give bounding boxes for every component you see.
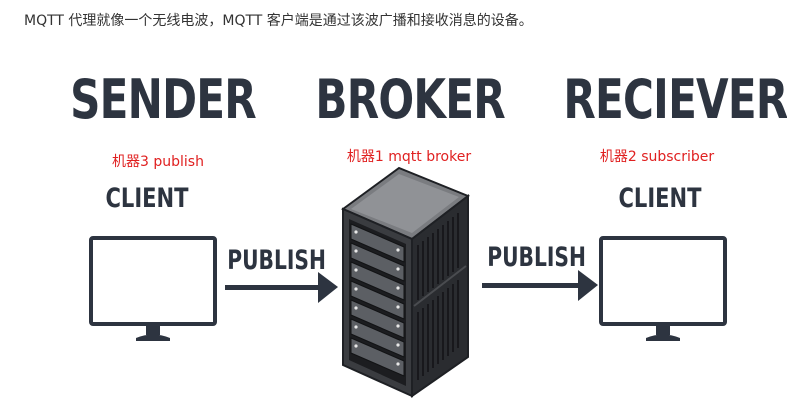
server-rack-icon: [341, 166, 470, 398]
arrow-right-icon: [225, 272, 338, 303]
sender-heading: SENDER: [70, 68, 257, 131]
sender-client-label: CLIENT: [105, 183, 189, 214]
diagram-caption: MQTT 代理就像一个无线电波，MQTT 客户端是通过该波广播和接收消息的设备。: [24, 13, 533, 29]
broker-machine-label: 机器1 mqtt broker: [346, 149, 472, 165]
monitor-icon: [599, 236, 727, 341]
publish-label-left: PUBLISH: [227, 245, 326, 276]
receiver-heading: RECIEVER: [563, 68, 787, 131]
receiver-machine-label: 机器2 subscriber: [599, 149, 715, 165]
sender-machine-label: 机器3 publish: [112, 154, 204, 170]
broker-heading: BROKER: [315, 68, 505, 131]
receiver-client-label: CLIENT: [618, 183, 702, 214]
publish-label-right: PUBLISH: [487, 242, 586, 273]
arrow-right-icon: [482, 270, 598, 301]
monitor-icon: [89, 236, 217, 341]
